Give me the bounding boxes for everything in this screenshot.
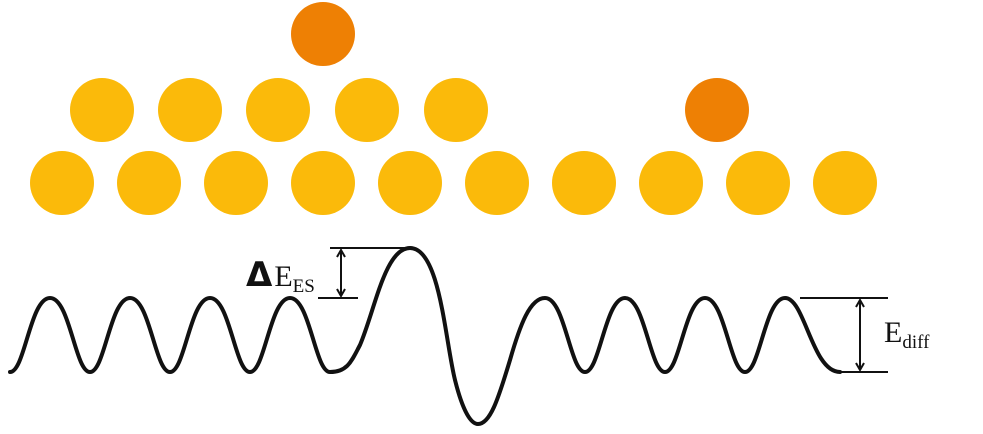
es-arrow-head-down xyxy=(336,288,346,299)
surface-atom xyxy=(639,151,703,215)
adatom-upper-terrace xyxy=(291,2,355,66)
surface-atom xyxy=(813,151,877,215)
es-barrier-symbol: E xyxy=(274,260,292,293)
diff-barrier-subscript: diff xyxy=(902,332,930,353)
diff-arrow-head-up xyxy=(855,297,865,308)
terrace-atom xyxy=(70,78,134,142)
terrace-atom xyxy=(335,78,399,142)
terrace-atom xyxy=(424,78,488,142)
surface-atom xyxy=(30,151,94,215)
surface-bottom-row xyxy=(30,151,877,215)
atom-layer xyxy=(30,2,877,215)
surface-atom xyxy=(204,151,268,215)
diffusion-barrier-annotation: Ediff xyxy=(800,297,930,373)
adatoms xyxy=(291,2,749,142)
es-barrier-label: ΔEES xyxy=(246,255,315,297)
surface-atom xyxy=(378,151,442,215)
diffusion-barrier-label: Ediff xyxy=(884,316,930,353)
surface-top-row xyxy=(70,78,488,142)
surface-atom xyxy=(552,151,616,215)
surface-atom xyxy=(465,151,529,215)
es-barrier-subscript: ES xyxy=(293,276,315,297)
potential-energy-curve xyxy=(8,246,842,426)
es-arrow-head-up xyxy=(336,247,346,258)
diff-barrier-symbol: E xyxy=(884,316,902,349)
terrace-atom xyxy=(246,78,310,142)
delta-symbol: Δ xyxy=(246,255,273,295)
terrace-atom xyxy=(158,78,222,142)
diff-arrow-head-down xyxy=(855,362,865,373)
es-barrier-annotation: ΔEES xyxy=(246,247,410,299)
surface-atom xyxy=(291,151,355,215)
surface-atom xyxy=(117,151,181,215)
adatom-lower-terrace xyxy=(685,78,749,142)
surface-atom xyxy=(726,151,790,215)
